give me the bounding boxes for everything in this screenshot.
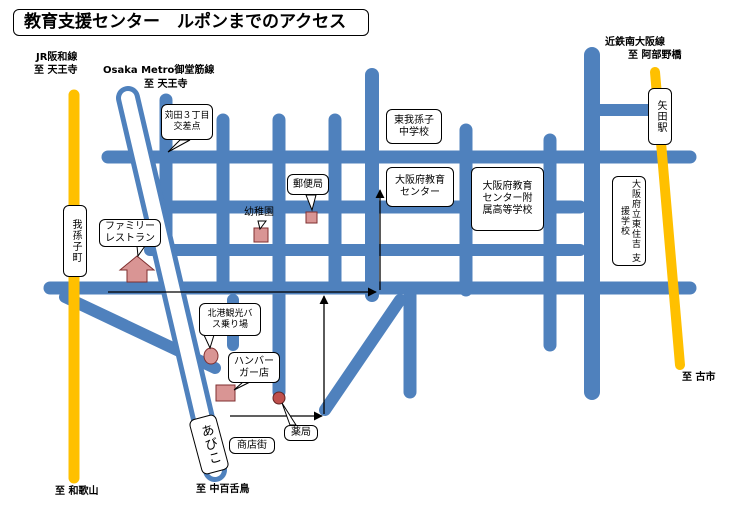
burger-label: ハンバー ガー店 [228,352,280,383]
pharmacy-label: 薬局 [284,425,318,441]
post-office-label: 郵便局 [287,174,329,195]
bus-stop-marker [203,347,219,365]
yata-station: 矢田駅 [648,88,672,145]
pharmacy-marker [272,391,286,405]
kindergarten-label: 幼稚園 [244,207,274,218]
jr-hanwa-label: JR阪和線 [36,52,78,63]
post-office-marker [305,211,318,224]
metro-south-direction: 至 中百舌鳥 [196,484,250,495]
east-jhs-label: 東我孫子 中学校 [386,109,442,144]
kintetsu-label: 近鉄南大阪線 [605,37,665,48]
education-center-label: 大阪府教育 センター [386,167,454,207]
jr-hanwa-direction: 至 天王寺 [34,65,78,76]
kintetsu-south-direction: 至 古市 [682,372,716,383]
jr-south-direction: 至 和歌山 [55,486,99,497]
metro-direction: 至 天王寺 [144,79,188,90]
higashisumiyoshi-school-label: 大阪府立東住吉 支援学校 [619,179,640,263]
page-title: 教育支援センター ルポンまでのアクセス [13,9,369,36]
metro-line [116,86,227,482]
gahoshi-station-label: 我孫子町 [70,219,81,263]
callout-pointers [136,139,317,426]
kindergarten-marker [253,227,269,243]
road-diag-ne [319,294,406,416]
yata-station-label: 矢田駅 [655,100,666,133]
restaurant-marker [118,255,156,283]
gahoshi-station: 我孫子町 [63,205,87,277]
family-restaurant-label: ファミリー レストラン [99,219,161,247]
route-arrows [108,189,385,421]
higashisumiyoshi-school: 大阪府立東住吉 支援学校 [612,176,646,266]
kintetsu-direction: 至 阿部野橋 [628,50,682,61]
shopping-street-label: 商店街 [229,437,275,454]
metro-label: Osaka Metro御堂筋線 [103,65,215,76]
attached-hs-label: 大阪府教育 センター附 属高等学校 [471,167,544,231]
bus-stop-label: 北港観光バ ス乗り場 [199,303,261,336]
intersection-label: 苅田３丁目 交差点 [161,104,213,140]
burger-marker [215,384,236,402]
abiko-station-label: あびこ [196,422,223,467]
